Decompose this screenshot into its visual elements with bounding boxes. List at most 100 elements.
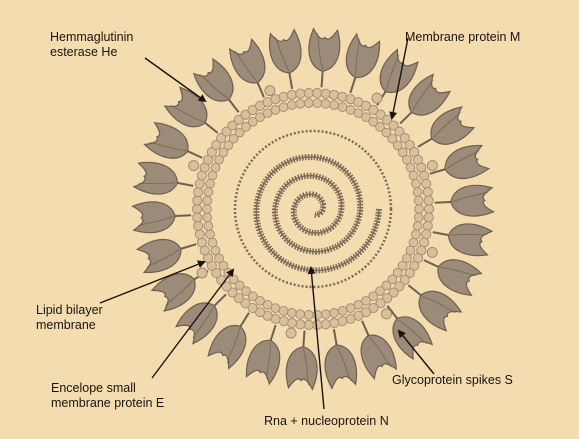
lipid-bead xyxy=(296,320,305,329)
lipid-bead xyxy=(415,205,424,214)
spike-head xyxy=(227,38,272,89)
lipid-bead xyxy=(346,304,355,313)
lipid-bead xyxy=(192,204,201,213)
lipid-bead xyxy=(304,89,313,98)
lipid-bead xyxy=(296,99,305,108)
glycoprotein-spike xyxy=(133,160,196,201)
lipid-bead xyxy=(413,188,422,197)
lipid-bead xyxy=(420,171,429,180)
spike-head xyxy=(285,346,319,390)
label-hemagglutinin-esterase: Hemmaglutinin esterase He xyxy=(50,30,133,60)
spike-stalk xyxy=(433,232,451,235)
membrane-protein-dot xyxy=(189,161,199,171)
lipid-bead xyxy=(338,103,347,112)
label-rna-nucleoprotein: Rna + nucleoprotein N xyxy=(264,414,389,429)
lipid-bead xyxy=(197,238,206,247)
spike-stalk xyxy=(270,325,276,342)
lipid-bead xyxy=(424,204,433,213)
label-membrane-protein: Membrane protein M xyxy=(405,30,520,45)
lipid-bead xyxy=(313,99,322,108)
lipid-bead xyxy=(204,188,213,197)
spike-stalk xyxy=(239,313,248,328)
lipid-bead xyxy=(193,213,202,222)
label-line: Encelope small xyxy=(51,381,164,396)
lipid-bead xyxy=(422,179,431,188)
lipid-bead xyxy=(206,230,215,239)
lipid-bead xyxy=(304,311,313,320)
lipid-bead xyxy=(206,179,215,188)
spike-stalk xyxy=(435,202,453,203)
spike-stalk xyxy=(257,81,264,97)
lipid-bead xyxy=(279,103,288,112)
glycoprotein-spike xyxy=(319,327,359,389)
lipid-bead xyxy=(195,230,204,239)
spike-head xyxy=(446,220,493,258)
lipid-bead xyxy=(279,306,288,315)
rna-nucleoprotein-spiral xyxy=(235,131,391,287)
lipid-bead xyxy=(194,188,203,197)
spike-stalk xyxy=(303,331,304,349)
membrane-protein-dot xyxy=(427,161,437,171)
lipid-bead xyxy=(338,317,347,326)
spike-stalk xyxy=(418,138,433,147)
label-line: Hemmaglutinin xyxy=(50,30,133,45)
glycoprotein-spike xyxy=(430,217,493,258)
lipid-bead xyxy=(287,309,296,318)
lipid-bead xyxy=(203,196,212,205)
lipid-bead xyxy=(330,309,339,318)
lipid-bead xyxy=(204,222,213,231)
lipid-bead xyxy=(423,221,432,230)
spike-head xyxy=(450,184,494,217)
spike-stalk xyxy=(228,98,239,112)
lipid-bead xyxy=(287,319,296,328)
membrane-protein-dot xyxy=(286,328,296,338)
spike-stalk xyxy=(350,76,356,93)
spike-stalk xyxy=(334,329,337,347)
label-line: Lipid bilayer xyxy=(36,303,103,318)
label-envelope-protein: Encelope small membrane protein E xyxy=(51,381,164,411)
lipid-bead xyxy=(313,89,322,98)
membrane-protein-dot xyxy=(265,86,275,96)
spike-head xyxy=(267,29,304,76)
lipid-bead xyxy=(338,306,347,315)
spike-stalk xyxy=(400,111,413,124)
lipid-bead xyxy=(330,90,339,99)
spike-head xyxy=(132,201,176,234)
spike-stalk xyxy=(408,285,422,296)
lipid-bead xyxy=(424,196,433,205)
lipid-bead xyxy=(330,319,339,328)
spike-stalk xyxy=(173,215,191,216)
lipid-bead xyxy=(279,92,288,101)
lipid-bead xyxy=(414,196,423,205)
label-line: esterase He xyxy=(50,45,133,60)
glycoprotein-spike xyxy=(306,28,341,88)
lipid-bead xyxy=(422,230,431,239)
label-line: Membrane protein M xyxy=(405,30,520,45)
glycoprotein-spike xyxy=(434,184,493,218)
lipid-bead xyxy=(296,310,305,319)
label-line: membrane protein E xyxy=(51,396,164,411)
spike-stalk xyxy=(176,182,194,185)
lipid-bead xyxy=(423,188,432,197)
lipid-bead xyxy=(304,99,313,108)
membrane-protein-dot xyxy=(372,93,382,103)
spike-head xyxy=(243,336,285,385)
lipid-bead xyxy=(296,89,305,98)
label-lipid-bilayer: Lipid bilayer membrane xyxy=(36,303,103,333)
spike-stalk xyxy=(213,294,226,307)
spike-head xyxy=(133,160,180,198)
membrane-protein-dot xyxy=(427,247,437,257)
lipid-bead xyxy=(321,99,330,108)
spike-stalk xyxy=(289,71,292,89)
spike-head xyxy=(341,33,383,82)
membrane-protein-dot xyxy=(197,268,207,278)
label-line: Rna + nucleoprotein N xyxy=(264,414,389,429)
glycoprotein-spike xyxy=(243,320,290,385)
lipid-bead xyxy=(413,222,422,231)
membrane-protein-dot xyxy=(381,309,391,319)
glycoprotein-spike xyxy=(336,33,383,98)
glycoprotein-spike xyxy=(267,29,307,91)
lipid-bead xyxy=(330,101,339,110)
lipid-bead xyxy=(287,90,296,99)
